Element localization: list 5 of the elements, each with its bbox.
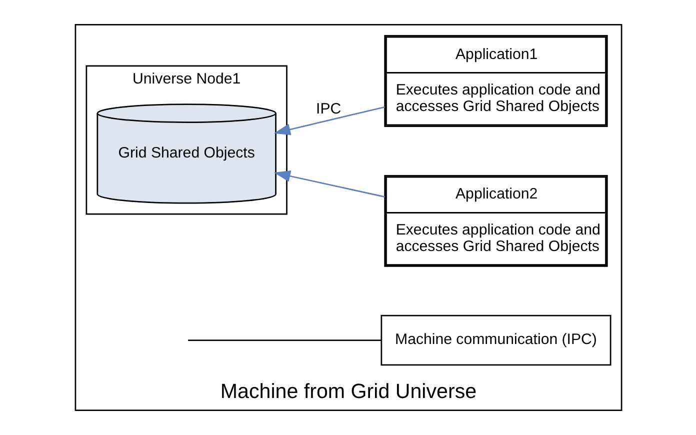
arrow [273,170,384,198]
node-box: Machine communication (IPC) [380,314,611,366]
edge-label: IPC [316,100,341,118]
connector [188,340,381,341]
arrow [273,106,384,136]
